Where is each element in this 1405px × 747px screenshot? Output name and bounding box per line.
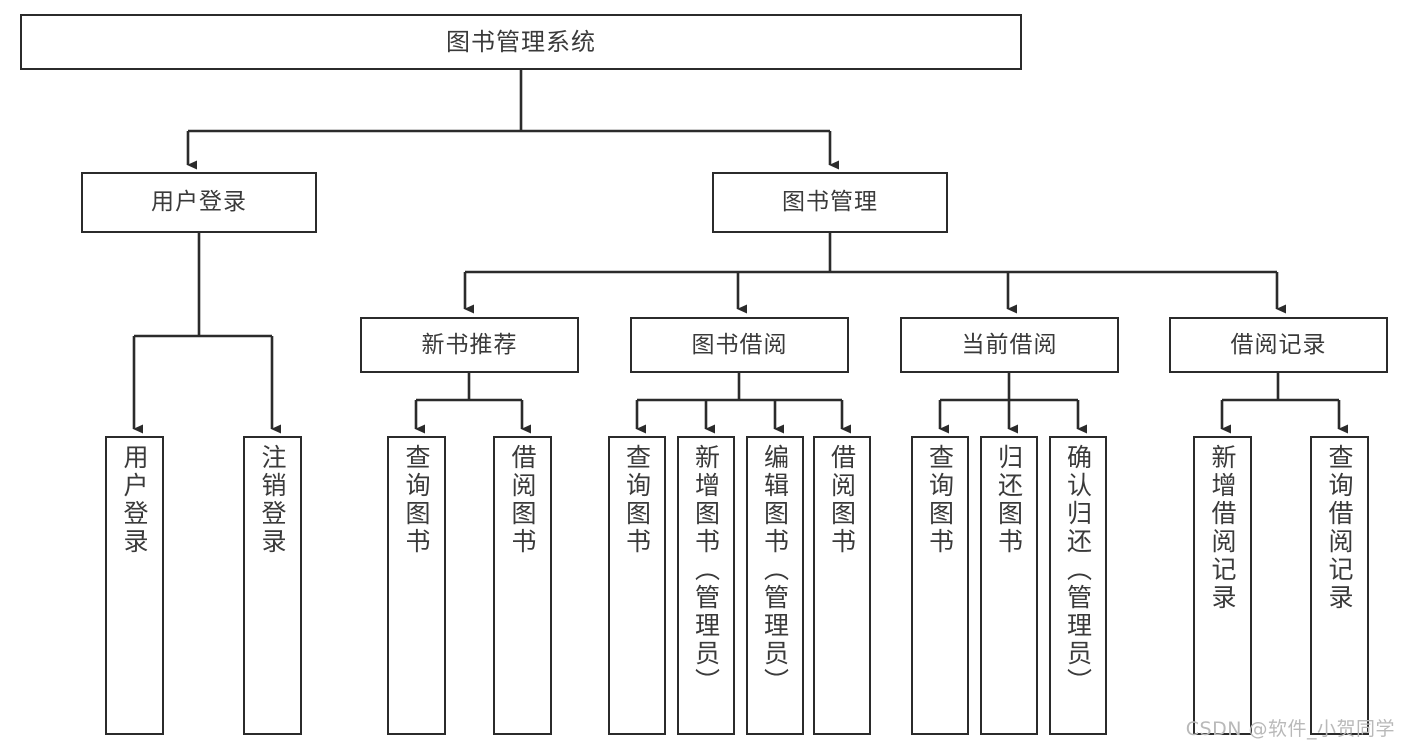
- node-user-login[interactable]: 用户登录: [81, 172, 317, 233]
- node-leaf-edit-book[interactable]: 编辑图书（管理员）: [746, 436, 804, 735]
- node-leaf-return-book[interactable]: 归还图书: [980, 436, 1038, 735]
- node-leaf-borrow-book-2[interactable]: 借阅图书: [813, 436, 871, 735]
- node-leaf-query-book-2[interactable]: 查询图书: [608, 436, 666, 735]
- node-leaf-user-logout[interactable]: 注销登录: [243, 436, 302, 735]
- node-leaf-query-record[interactable]: 查询借阅记录: [1310, 436, 1369, 735]
- node-book-borrow[interactable]: 图书借阅: [630, 317, 849, 373]
- node-leaf-edit-book-label: 编辑图书（管理员）: [760, 444, 790, 696]
- node-current-borrow[interactable]: 当前借阅: [900, 317, 1119, 373]
- node-leaf-add-book-label: 新增图书（管理员）: [691, 444, 721, 696]
- node-leaf-query-record-label: 查询借阅记录: [1325, 444, 1354, 612]
- node-leaf-confirm-return[interactable]: 确认归还（管理员）: [1049, 436, 1107, 735]
- node-leaf-query-book-3-label: 查询图书: [925, 444, 955, 556]
- node-leaf-query-book-2-label: 查询图书: [622, 444, 652, 556]
- node-new-book-recommend[interactable]: 新书推荐: [360, 317, 579, 373]
- node-leaf-confirm-return-label: 确认归还（管理员）: [1063, 444, 1093, 696]
- node-book-manage-label: 图书管理: [782, 189, 878, 215]
- node-leaf-add-record-label: 新增借阅记录: [1208, 444, 1237, 612]
- node-user-login-label: 用户登录: [151, 189, 247, 215]
- node-leaf-query-book-1-label: 查询图书: [402, 444, 431, 556]
- node-borrow-record-label: 借阅记录: [1230, 331, 1327, 358]
- node-current-borrow-label: 当前借阅: [961, 331, 1058, 358]
- node-root-label: 图书管理系统: [446, 28, 596, 56]
- node-new-book-recommend-label: 新书推荐: [421, 331, 518, 358]
- node-leaf-borrow-book-1-label: 借阅图书: [508, 444, 537, 556]
- node-leaf-user-logout-label: 注销登录: [258, 444, 287, 556]
- node-leaf-return-book-label: 归还图书: [994, 444, 1024, 556]
- node-book-borrow-label: 图书借阅: [691, 331, 788, 358]
- node-leaf-borrow-book-2-label: 借阅图书: [827, 444, 857, 556]
- node-leaf-borrow-book-1[interactable]: 借阅图书: [493, 436, 552, 735]
- node-leaf-add-record[interactable]: 新增借阅记录: [1193, 436, 1252, 735]
- node-borrow-record[interactable]: 借阅记录: [1169, 317, 1388, 373]
- node-root[interactable]: 图书管理系统: [20, 14, 1022, 70]
- node-book-manage[interactable]: 图书管理: [712, 172, 948, 233]
- node-leaf-user-login-label: 用户登录: [120, 444, 149, 556]
- node-leaf-add-book[interactable]: 新增图书（管理员）: [677, 436, 735, 735]
- watermark-text: CSDN @软件_小贺同学: [1185, 718, 1395, 740]
- node-leaf-user-login[interactable]: 用户登录: [105, 436, 164, 735]
- node-leaf-query-book-1[interactable]: 查询图书: [387, 436, 446, 735]
- node-leaf-query-book-3[interactable]: 查询图书: [911, 436, 969, 735]
